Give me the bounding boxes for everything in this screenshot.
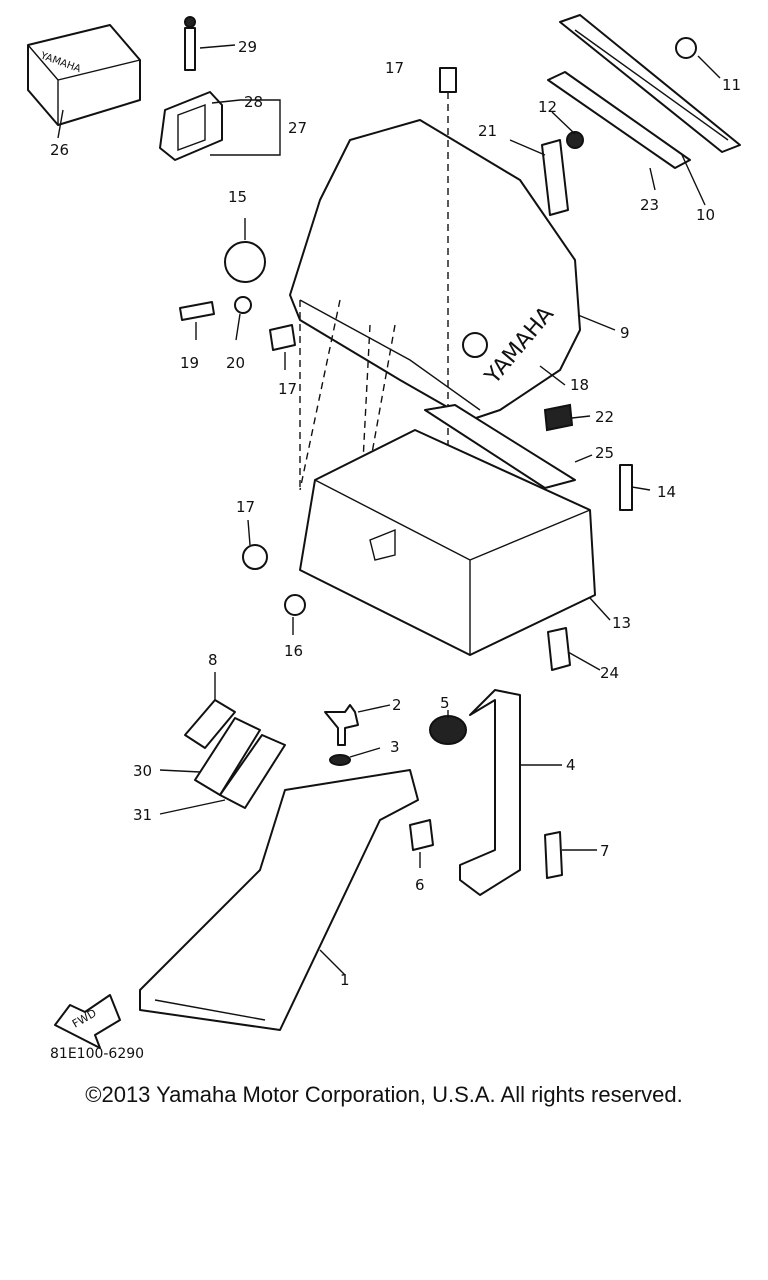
part-15-grommet — [224, 241, 266, 283]
callout-13: 13 — [612, 614, 631, 632]
callout-23: 22 — [595, 408, 614, 426]
callout-31: 30 — [133, 762, 152, 780]
callout-12: 12 — [538, 98, 557, 116]
part-11-clip — [675, 37, 697, 59]
callout-18: 17 — [236, 498, 255, 516]
callout-24: 23 — [640, 196, 659, 214]
callout-5: 5 — [440, 694, 450, 712]
callout-7: 7 — [600, 842, 610, 860]
part-9-cover: YAMAHA — [289, 119, 581, 421]
callout-27: 26 — [50, 141, 69, 159]
part-8-pad — [184, 699, 236, 749]
part-13-box — [299, 429, 596, 656]
part-12-grommet — [566, 131, 584, 149]
callout-21: 20 — [226, 354, 245, 372]
callout-8: 8 — [208, 651, 218, 669]
leader-lines — [57, 44, 721, 976]
part-17-screw-upper — [439, 67, 457, 93]
part-32-pad — [219, 734, 286, 809]
part-1-plate — [139, 769, 419, 1031]
callout-26: 25 — [595, 444, 614, 462]
part-25-clip — [547, 627, 571, 671]
callout-1: 1 — [340, 971, 350, 989]
callout-19: 18 — [570, 376, 589, 394]
part-21-washer — [234, 296, 252, 314]
part-26-strip — [424, 404, 576, 489]
callout-9: 9 — [620, 324, 630, 342]
callout-22: 21 — [478, 122, 497, 140]
callout-25: 24 — [600, 664, 619, 682]
part-18-grommet — [242, 544, 268, 570]
fwd-arrow-icon: FWD — [54, 994, 121, 1049]
callout-14: 14 — [657, 483, 676, 501]
parts-diagram: YAMAHA YAMAHA — [27, 14, 741, 1060]
part-6-bolt — [409, 819, 434, 851]
copyright-notice: ©2013 Yamaha Motor Corporation, U.S.A. A… — [85, 1082, 683, 1107]
part-22-stay — [541, 139, 569, 216]
part-10-frame — [559, 14, 741, 153]
callout-32: 31 — [133, 806, 152, 824]
part-4-stay — [459, 689, 521, 896]
callout-17a: 17 — [385, 59, 404, 77]
callout-16: 16 — [284, 642, 303, 660]
part-24-plate — [547, 71, 691, 169]
callout-11: 11 — [722, 76, 741, 94]
part-2-wing-bolt — [324, 704, 359, 746]
callout-28: 27 — [288, 119, 307, 137]
callout-20: 19 — [180, 354, 199, 372]
callout-3: 3 — [390, 738, 400, 756]
part-14-screw — [619, 464, 633, 511]
callout-2: 2 — [392, 696, 402, 714]
part-23-pad — [543, 403, 574, 432]
callout-29: 28 — [244, 93, 263, 111]
callout-4: 4 — [566, 756, 576, 774]
part-27-cover-block: YAMAHA — [27, 24, 141, 126]
callout-10: 10 — [696, 206, 715, 224]
part-29-bracket — [159, 16, 223, 161]
part-17-screw-lower — [269, 324, 296, 351]
part-7-bolt — [544, 831, 563, 879]
callout-15: 15 — [228, 188, 247, 206]
part-5-grommet — [429, 715, 467, 745]
callout-6: 6 — [415, 876, 425, 894]
part-16-grommet — [284, 594, 306, 616]
part-20-bolt — [179, 301, 215, 321]
part-31-pad — [194, 717, 261, 796]
part-3-washer — [329, 754, 351, 766]
diagram-code: 81E100-6290 — [50, 1046, 144, 1060]
callout-17b: 17 — [278, 380, 297, 398]
callout-30: 29 — [238, 38, 257, 56]
